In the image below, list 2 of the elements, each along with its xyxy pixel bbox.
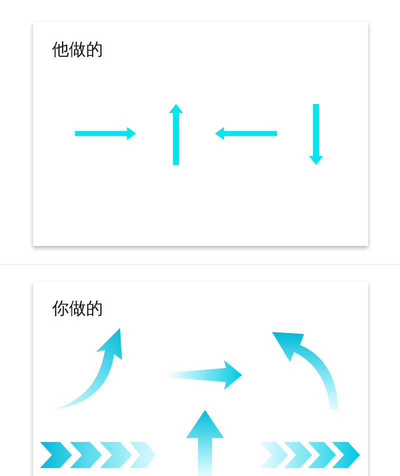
card-heading: 你做的 [52, 298, 103, 320]
card-heading: 他做的 [52, 39, 103, 61]
